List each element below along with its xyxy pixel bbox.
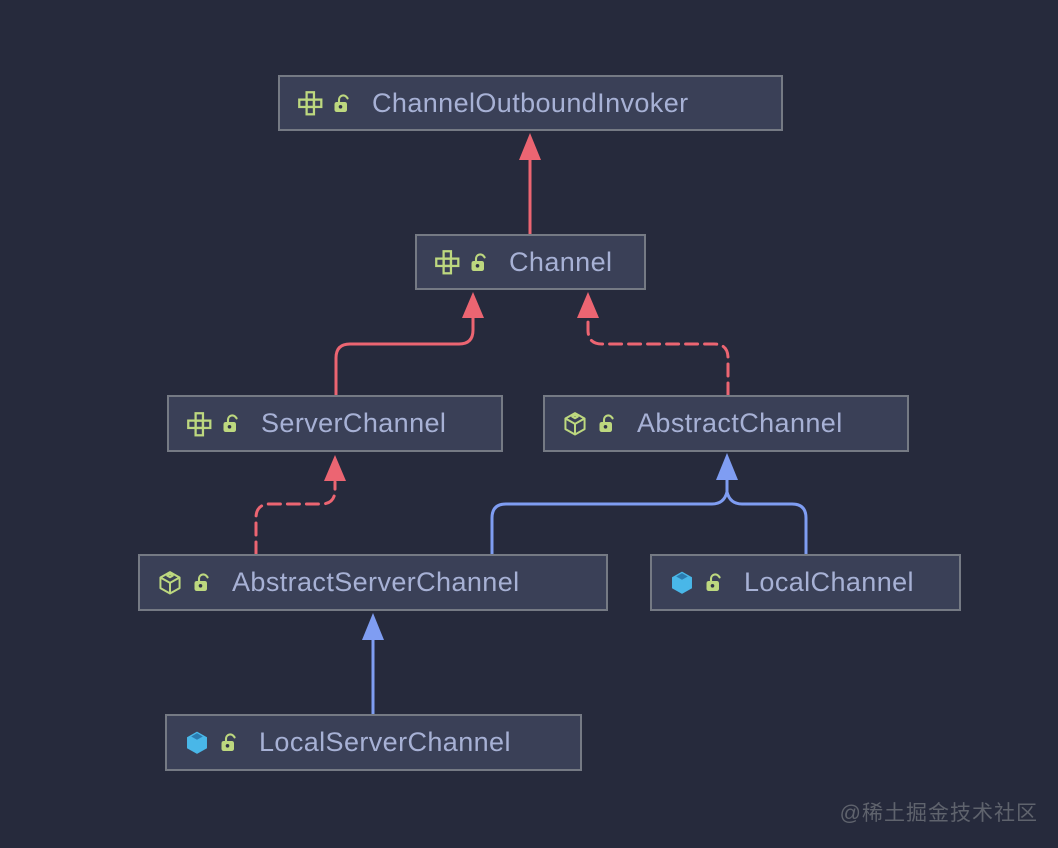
class-name: ServerChannel [261,408,447,438]
lock-open-icon [222,413,241,434]
class-name: AbstractServerChannel [232,567,520,597]
edge-abstractchannel-implements-channel [577,292,730,397]
edge-abstractserverchannel-implements-serverchannel [254,455,346,556]
class-box-abstractchannel[interactable]: AbstractChannel [543,395,909,452]
lock-open-icon [193,572,212,593]
class-icon [183,730,211,756]
class-box-abstractserverchannel[interactable]: AbstractServerChannel [138,554,608,611]
interface-icon [185,411,213,437]
class-box-channeloutboundinvoker[interactable]: ChannelOutboundInvoker [278,75,783,131]
class-box-channel[interactable]: Channel [415,234,646,290]
lock-open-icon [220,732,239,753]
class-name: AbstractChannel [637,408,843,438]
class-name: Channel [509,246,613,277]
class-name: ChannelOutboundInvoker [372,87,689,118]
class-box-localchannel[interactable]: LocalChannel [650,554,961,611]
edge-localchannel-extends-abstractchannel [716,453,808,554]
edge-channel-extends-channeloutboundinvoker [519,133,541,234]
class-box-localserverchannel[interactable]: LocalServerChannel [165,714,582,771]
edge-serverchannel-extends-channel [334,292,484,395]
class-box-serverchannel[interactable]: ServerChannel [167,395,503,452]
interface-icon [296,90,324,116]
edge-localserverchannel-extends-abstractserverchannel [362,613,384,714]
edge-abstractserverchannel-extends-abstractchannel [490,479,729,554]
class-name: LocalChannel [744,567,914,597]
abstract-class-icon [561,411,589,437]
abstract-class-icon [156,570,184,596]
class-icon [668,570,696,596]
lock-open-icon [598,413,617,434]
watermark: @稀土掘金技术社区 [839,802,1038,825]
interface-icon [433,249,461,275]
lock-open-icon [705,572,724,593]
lock-open-icon [470,252,489,273]
lock-open-icon [333,93,352,114]
class-name: LocalServerChannel [259,727,511,757]
